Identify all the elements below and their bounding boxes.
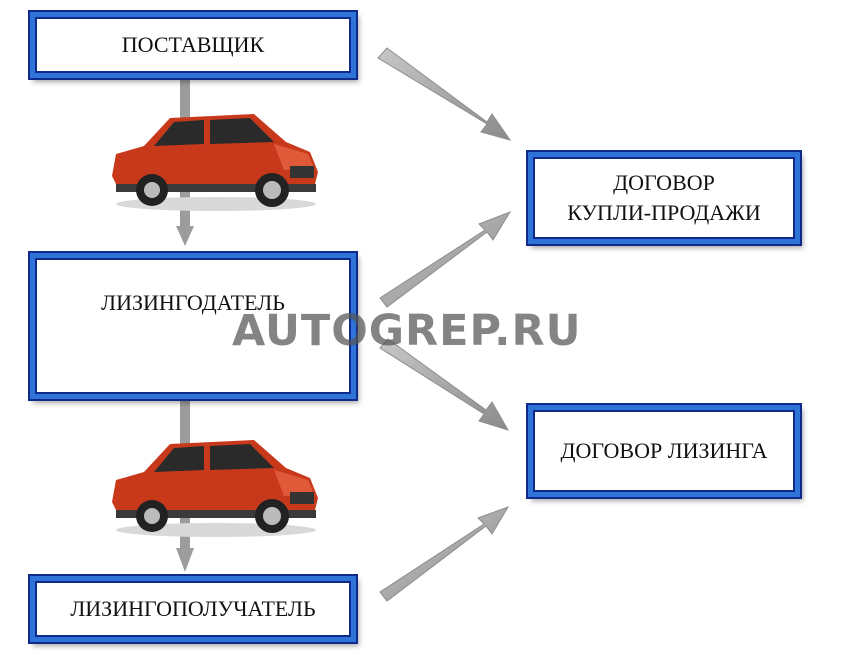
purchase-contract-box: ДОГОВОР КУПЛИ-ПРОДАЖИ xyxy=(528,152,800,244)
lessee-label: ЛИЗИНГОПОЛУЧАТЕЛЬ xyxy=(70,596,316,622)
supplier-box: ПОСТАВЩИК xyxy=(30,12,356,78)
leasing-contract-box: ДОГОВОР ЛИЗИНГА xyxy=(528,405,800,497)
car-icon xyxy=(112,114,318,211)
supplier-label: ПОСТАВЩИК xyxy=(121,32,265,58)
car-icon xyxy=(112,440,318,537)
arrow-lessor-to-leasing-contract xyxy=(379,338,510,431)
purchase-contract-label-line1: ДОГОВОР xyxy=(613,170,715,196)
lessor-label: ЛИЗИНГОДАТЕЛЬ xyxy=(101,290,285,316)
leasing-contract-label: ДОГОВОР ЛИЗИНГА xyxy=(560,438,768,464)
lessee-box: ЛИЗИНГОПОЛУЧАТЕЛЬ xyxy=(30,576,356,642)
arrow-lessor-to-purchase-contract xyxy=(379,211,512,308)
watermark: AUTOGREP.RU xyxy=(232,306,582,356)
purchase-contract-label-line2: КУПЛИ-ПРОДАЖИ xyxy=(567,200,761,225)
lessor-box: ЛИЗИНГОДАТЕЛЬ xyxy=(30,253,356,399)
arrow-supplier-to-purchase-contract xyxy=(377,47,512,141)
arrow-lessee-to-leasing-contract xyxy=(379,506,510,602)
